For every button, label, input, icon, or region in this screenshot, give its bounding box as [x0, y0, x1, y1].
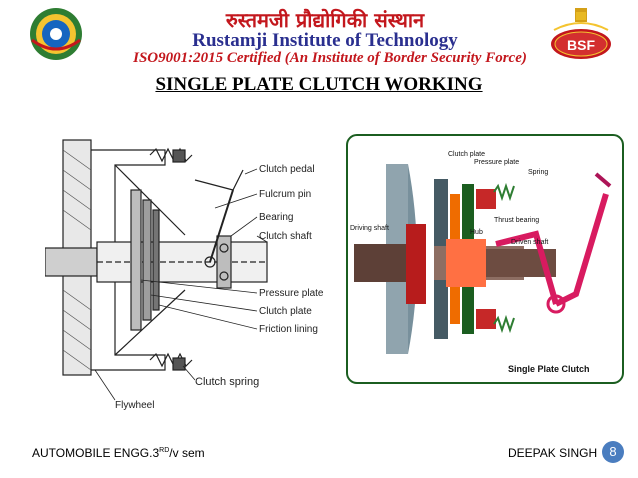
left-clutch-diagram: Clutch pedal Fulcrum pin Bearing Clutch …	[45, 139, 324, 411]
page-number-badge: 8	[602, 441, 624, 463]
slide-title-text: SINGLE PLATE CLUTCH WORKING	[155, 74, 483, 95]
bsf-logo-text: BSF	[567, 37, 595, 53]
course-prefix: AUTOMOBILE ENGG.3	[32, 446, 160, 460]
left-label-bearing: Bearing	[259, 212, 293, 223]
right-label-clutch-plate: Clutch plate	[448, 151, 485, 158]
left-label-clutch-pedal: Clutch pedal	[259, 164, 315, 175]
left-label-clutch-spring: Clutch spring	[195, 376, 259, 388]
course-label: AUTOMOBILE ENGG.3RD/v sem	[32, 446, 205, 460]
course-suffix: /v sem	[169, 446, 205, 460]
institute-logo	[30, 8, 82, 60]
left-label-friction-lining: Friction lining	[259, 324, 318, 335]
left-label-flywheel: Flywheel	[115, 400, 154, 411]
left-label-fulcrum-pin: Fulcrum pin	[259, 189, 311, 200]
right-label-driving-shaft: Driving shaft	[350, 225, 389, 232]
right-label-spring: Spring	[528, 169, 548, 176]
left-label-pressure-plate: Pressure plate	[259, 288, 324, 299]
right-diagram-caption: Single Plate Clutch	[508, 364, 590, 374]
slide-title: SINGLE PLATE CLUTCH WORKING	[0, 74, 638, 96]
bsf-logo: BSF	[551, 8, 611, 59]
author-name: DEEPAK SINGH	[508, 446, 598, 460]
right-clutch-diagram: Clutch plate Pressure plate Spring Thrus…	[346, 134, 624, 384]
right-label-pressure-plate: Pressure plate	[474, 159, 519, 166]
institute-name: Rustamji Institute of Technology	[192, 30, 458, 51]
left-label-clutch-shaft: Clutch shaft	[259, 231, 312, 242]
course-sup: RD	[159, 447, 170, 454]
right-label-thrust-bearing: Thrust bearing	[494, 217, 539, 224]
certification-text: ISO9001:2015 Certified (An Institute of …	[133, 50, 527, 66]
left-label-clutch-plate: Clutch plate	[259, 306, 312, 317]
institute-hindi-name: रुस्तमजी प्रौद्योगिकी संस्थान	[225, 8, 425, 32]
right-label-hub: Hub	[470, 229, 483, 236]
right-label-driven-shaft: Driven shaft	[511, 239, 548, 246]
